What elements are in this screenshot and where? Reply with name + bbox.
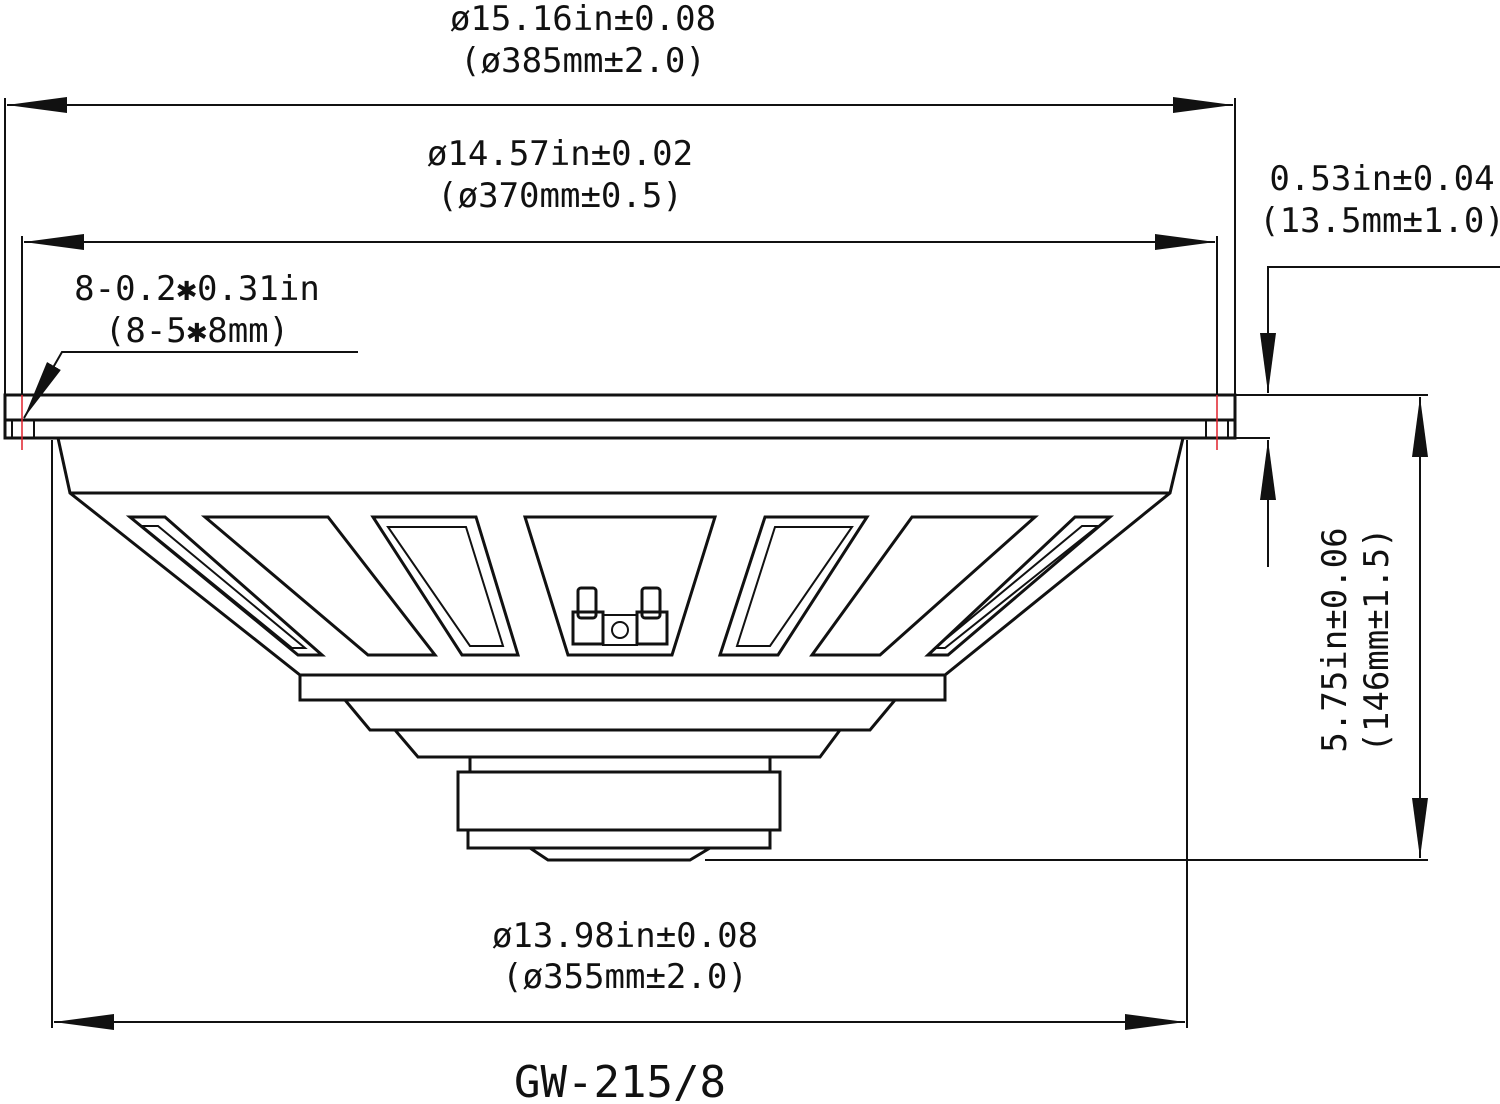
magnet-top <box>468 757 772 774</box>
model-label: GW-215/8 <box>514 1057 726 1104</box>
mounting-diameter-in: ø14.57in±0.02 <box>427 134 693 174</box>
cutout-diameter-dimension: ø13.98in±0.08 (ø355mm±2.0) <box>51 440 1188 1030</box>
mounting-depth-mm: (146mm±1.5) <box>1357 527 1397 752</box>
frame-base <box>298 675 947 702</box>
mounting-holes-mm: (8-5✱8mm) <box>105 311 289 351</box>
mounting-holes-in: 8-0.2✱0.31in <box>74 269 320 309</box>
cutout-diameter-mm: (ø355mm±2.0) <box>502 957 748 997</box>
mounting-depth-dimension: 5.75in±0.06 (146mm±1.5) <box>705 394 1428 861</box>
back-plate <box>466 828 772 850</box>
mounting-holes-callout: 8-0.2✱0.31in (8-5✱8mm) <box>23 269 358 419</box>
mounting-depth-in: 5.75in±0.06 <box>1315 527 1355 752</box>
speaker-side-view <box>3 393 1237 862</box>
cutout-diameter-in: ø13.98in±0.08 <box>492 916 758 956</box>
basket-frame <box>56 437 1185 677</box>
outer-diameter-mm: (ø385mm±2.0) <box>460 41 706 81</box>
leader-line <box>23 351 358 419</box>
flange-thickness-in: 0.53in±0.04 <box>1269 159 1494 199</box>
dimension-arrow <box>1260 266 1500 393</box>
top-plate <box>343 699 897 732</box>
terminal-block <box>571 586 669 646</box>
flange-thickness-mm: (13.5mm±1.0) <box>1259 201 1500 241</box>
basket-windows <box>125 515 1115 657</box>
pole-piece <box>529 846 711 862</box>
magnet <box>456 770 782 832</box>
outer-diameter-in: ø15.16in±0.08 <box>450 0 716 39</box>
flange-thickness-dimension: 0.53in±0.04 (13.5mm±1.0) <box>1235 159 1500 567</box>
flange-top <box>3 393 1237 422</box>
mounting-diameter-dimension: ø14.57in±0.02 (ø370mm±0.5) <box>21 134 1218 395</box>
mounting-diameter-mm: (ø370mm±0.5) <box>437 176 683 216</box>
top-plate-lower <box>393 729 842 759</box>
outer-diameter-dimension: ø15.16in±0.08 (ø385mm±2.0) <box>4 0 1236 395</box>
flange-gasket <box>3 418 1237 440</box>
